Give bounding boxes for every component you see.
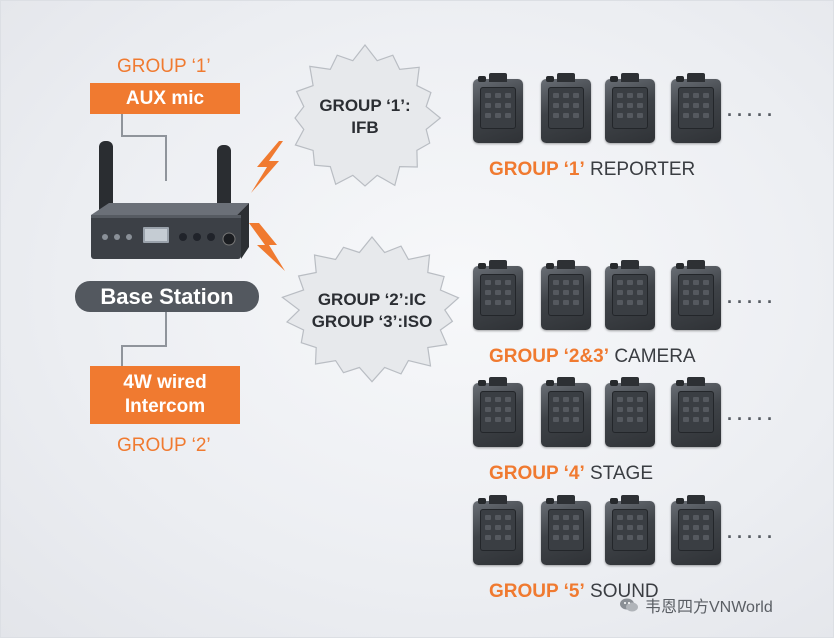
beltpack-device-icon bbox=[473, 73, 523, 143]
row-role-label: REPORTER bbox=[590, 159, 696, 180]
antenna-right bbox=[217, 145, 231, 221]
burst-ic-line: GROUP ‘2’:IC bbox=[317, 290, 427, 309]
beltpack-device-icon bbox=[605, 73, 655, 143]
row-caption-stage: GROUP ‘4’ STAGE bbox=[489, 463, 653, 485]
beltpack-device-icon bbox=[671, 495, 721, 565]
beltpack-device-icon bbox=[605, 495, 655, 565]
beltpack-device-icon bbox=[671, 260, 721, 330]
beltpack-device-icon bbox=[541, 260, 591, 330]
wechat-icon bbox=[620, 598, 638, 612]
row-group-label: GROUP ‘2&3’ bbox=[489, 346, 610, 367]
row-group-label: GROUP ‘1’ bbox=[489, 159, 585, 180]
watermark: 韦恩四方VNWorld bbox=[619, 593, 773, 617]
row-group-label: GROUP ‘5’ bbox=[489, 581, 585, 602]
lightning-bolt-icon bbox=[249, 223, 285, 271]
beltpack-device-icon bbox=[671, 73, 721, 143]
row-caption-camera: GROUP ‘2&3’ CAMERA bbox=[489, 346, 696, 368]
watermark-text: 韦恩四方VNWorld bbox=[645, 599, 773, 616]
beltpack-device-icon bbox=[473, 495, 523, 565]
device-knob bbox=[193, 233, 201, 241]
antenna-left bbox=[99, 141, 113, 221]
device-front-highlight bbox=[91, 215, 241, 218]
beltpack-device-icon bbox=[541, 495, 591, 565]
aux-group-label: GROUP ‘1’ bbox=[117, 56, 211, 77]
device-button bbox=[114, 234, 120, 240]
intercom-label-line2: Intercom bbox=[124, 396, 206, 417]
beltpack-device-icon bbox=[473, 377, 523, 447]
row-role-label: CAMERA bbox=[614, 346, 696, 367]
device-side bbox=[237, 203, 249, 259]
more-devices-dots: ····· bbox=[727, 409, 777, 429]
device-knob bbox=[207, 233, 215, 241]
more-devices-dots: ····· bbox=[727, 292, 777, 312]
device-button bbox=[102, 234, 108, 240]
intercom-label-line1: 4W wired bbox=[123, 372, 207, 393]
lightning-bolt-icon bbox=[251, 141, 283, 193]
starburst-shape bbox=[294, 44, 442, 187]
beltpack-device-icon bbox=[671, 377, 721, 447]
device-button bbox=[126, 234, 132, 240]
aux-wire-vertical-bottom bbox=[165, 135, 167, 181]
aux-wire-vertical-top bbox=[121, 113, 123, 137]
row-group-label: GROUP ‘4’ bbox=[489, 463, 585, 484]
beltpack-device-icon bbox=[605, 260, 655, 330]
intercom-group-label: GROUP ‘2’ bbox=[117, 435, 211, 456]
aux-mic-label: AUX mic bbox=[125, 87, 205, 109]
burst-ifb-line1: GROUP ‘1’: bbox=[319, 96, 411, 115]
burst-ifb-line2: IFB bbox=[351, 118, 379, 137]
row-caption-sound: GROUP ‘5’ SOUND bbox=[489, 581, 659, 603]
beltpack-device-icon bbox=[473, 260, 523, 330]
device-top bbox=[91, 203, 249, 215]
more-devices-dots: ····· bbox=[727, 527, 777, 547]
more-devices-dots: ····· bbox=[727, 105, 777, 125]
aux-wire-horizontal bbox=[121, 135, 167, 137]
intercom-wire-horizontal bbox=[121, 345, 167, 347]
device-jack bbox=[222, 232, 236, 246]
beltpack-device-icon bbox=[605, 377, 655, 447]
intercom-wire-vertical-top bbox=[165, 311, 167, 347]
intercom-box: 4W wired Intercom bbox=[90, 366, 240, 424]
device-display-inner bbox=[145, 229, 167, 241]
device-knob bbox=[179, 233, 187, 241]
aux-mic-box: AUX mic bbox=[90, 83, 240, 114]
row-role-label: STAGE bbox=[590, 463, 654, 484]
starburst-shape bbox=[281, 236, 460, 383]
base-station-device bbox=[91, 141, 249, 259]
base-station-pill: Base Station bbox=[75, 281, 259, 312]
burst-ifb-text: GROUP ‘1’: IFB bbox=[305, 95, 425, 139]
beltpack-device-icon bbox=[541, 73, 591, 143]
burst-ic-iso-text: GROUP ‘2’:IC GROUP ‘3’:ISO bbox=[297, 289, 447, 333]
row-role-label: SOUND bbox=[590, 581, 659, 602]
burst-iso-line: GROUP ‘3’:ISO bbox=[311, 312, 433, 331]
row-caption-reporter: GROUP ‘1’ REPORTER bbox=[489, 159, 695, 181]
base-station-label: Base Station bbox=[100, 283, 234, 309]
starburst-polygon bbox=[294, 44, 442, 187]
beltpack-device-icon bbox=[541, 377, 591, 447]
intercom-wire-vertical-bottom bbox=[121, 345, 123, 367]
starburst-polygon bbox=[281, 236, 460, 383]
